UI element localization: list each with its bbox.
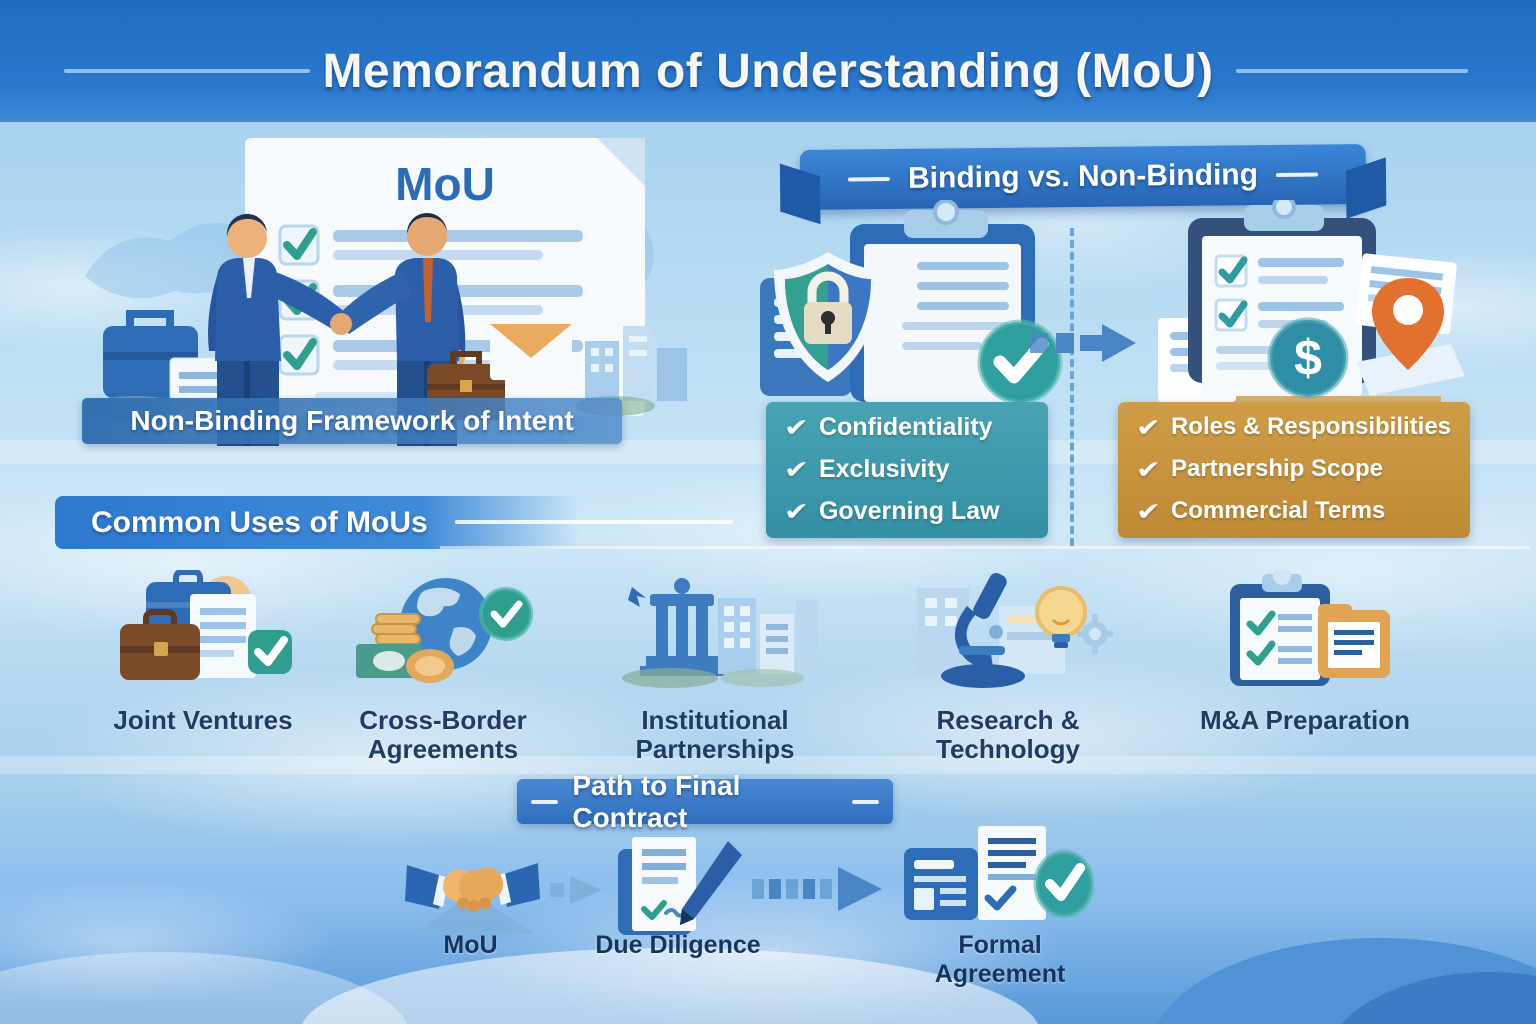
shield-lock-icon	[774, 252, 882, 382]
document-pen-icon	[618, 837, 742, 935]
term-label: Confidentiality	[818, 412, 993, 441]
step-label-due-diligence: Due Diligence	[595, 931, 761, 959]
term-label: Exclusivity	[818, 454, 950, 483]
term-row: ✔ Roles & Responsibilities	[1118, 406, 1470, 448]
page-title: Memorandum of Understanding (MoU)	[322, 45, 1214, 98]
banner-dash	[1275, 172, 1318, 177]
use-item-cross-border: Cross-Border Agreements	[328, 570, 558, 764]
common-uses-banner: Common Uses of MoUs	[55, 496, 580, 549]
nonbinding-terms-box: ✔ Roles & Responsibilities ✔ Partnership…	[1118, 402, 1470, 538]
striped-arrow-icon	[752, 867, 882, 911]
caption-text: Non-Binding Framework of Intent	[130, 405, 574, 436]
title-dash-right	[1236, 69, 1468, 73]
banner-dash	[848, 177, 891, 182]
common-uses-banner-text: Common Uses of MoUs	[91, 506, 428, 539]
check-icon: ✔	[783, 454, 810, 484]
path-banner-text: Path to Final Contract	[572, 769, 741, 833]
handshake-icon	[405, 863, 540, 933]
check-icon: ✔	[1135, 454, 1162, 484]
checklist-row	[278, 224, 583, 266]
check-icon: ✔	[1135, 496, 1162, 526]
term-label: Commercial Terms	[1170, 497, 1386, 524]
use-item-label: Institutional Partnerships	[635, 705, 795, 765]
use-item-label: M&A Preparation	[1200, 705, 1410, 735]
term-label: Governing Law	[818, 496, 1000, 525]
term-row: ✔ Partnership Scope	[1118, 448, 1470, 490]
binding-terms-box: ✔ Confidentiality ✔ Exclusivity ✔ Govern…	[766, 402, 1048, 538]
term-row: ✔ Commercial Terms	[1118, 490, 1470, 532]
briefcases-document-check-icon	[120, 569, 292, 680]
term-label: Roles & Responsibilities	[1170, 413, 1452, 440]
step-label-mou: MoU	[443, 931, 498, 959]
location-pin-icon	[1372, 278, 1444, 370]
use-item-label: Joint Ventures	[113, 705, 293, 735]
microscope-lightbulb-gear-icon	[917, 573, 1113, 688]
banner-dash	[851, 799, 879, 804]
microscope-icon	[941, 573, 1025, 688]
envelope-icon	[490, 324, 572, 380]
use-item-institutional: Institutional Partnerships	[600, 570, 830, 764]
check-icon: ✔	[783, 412, 810, 442]
clipboard-folder-icon	[1230, 567, 1390, 686]
path-banner: Path to Final Contract	[517, 770, 893, 833]
mou-document-title: MoU	[395, 158, 495, 210]
check-icon: ✔	[783, 496, 810, 526]
header-band	[0, 0, 1536, 122]
water-band	[0, 756, 1536, 774]
banner-dash	[455, 520, 733, 524]
globe-currency-check-icon	[356, 578, 533, 683]
document-check-circle-icon	[904, 826, 1095, 920]
arrow-right-icon	[1030, 324, 1136, 362]
binding-clipboard-shield-icon	[760, 200, 1063, 405]
monument-buildings-icon	[622, 578, 818, 688]
arrow-right-small-icon	[550, 876, 602, 904]
binding-banner-text: Binding vs. Non-Binding	[907, 158, 1259, 195]
use-item-joint-ventures: Joint Ventures	[88, 569, 318, 735]
use-item-label: Cross-Border Agreements	[359, 705, 527, 765]
non-binding-caption-banner: Non-Binding Framework of Intent	[82, 398, 622, 444]
title-dash-left	[64, 69, 310, 73]
banner-dash	[531, 799, 559, 804]
check-icon: ✔	[1135, 412, 1162, 442]
use-item-research: Research & Technology	[893, 570, 1123, 764]
term-row: ✔ Governing Law	[766, 490, 1048, 532]
separator-line	[440, 546, 1530, 549]
dollar-circle-icon: $	[1267, 317, 1349, 399]
use-item-label: Research & Technology	[936, 705, 1080, 765]
svg-text:$: $	[1294, 330, 1322, 386]
use-item-ma: M&A Preparation	[1190, 567, 1420, 735]
step-label-formal-agreement: Formal Agreement	[934, 931, 1066, 988]
term-row: ✔ Exclusivity	[766, 448, 1048, 490]
lightbulb-icon	[1035, 586, 1087, 648]
term-label: Partnership Scope	[1170, 455, 1384, 482]
nonbinding-clipboard-icon: $	[1158, 200, 1465, 406]
term-row: ✔ Confidentiality	[766, 406, 1048, 448]
dashed-divider	[1070, 228, 1074, 546]
